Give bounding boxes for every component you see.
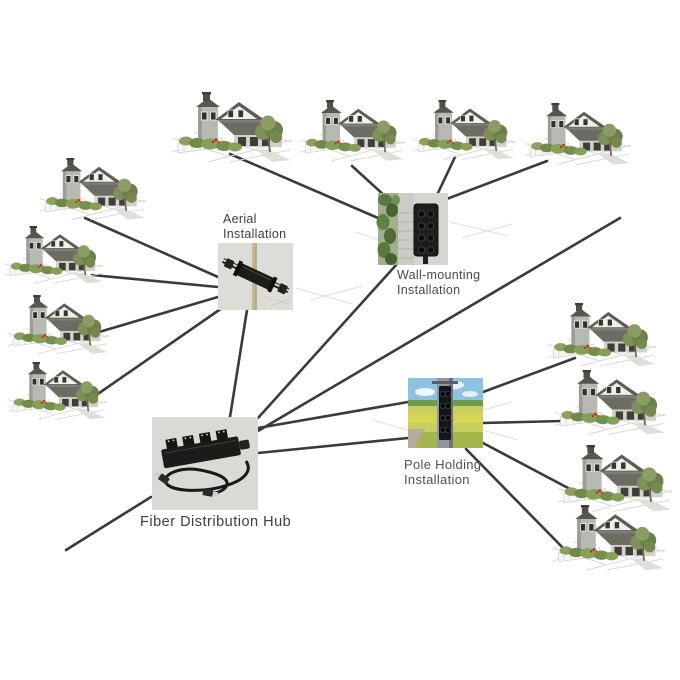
house-top-3 bbox=[412, 99, 516, 161]
house-top-2 bbox=[299, 99, 406, 162]
line-aerial-house-3 bbox=[97, 295, 220, 334]
house-left-3 bbox=[7, 294, 110, 355]
line-feeder-southwest bbox=[64, 495, 153, 552]
pole-terminal-box-icon bbox=[432, 378, 458, 448]
cable-lines bbox=[64, 152, 622, 554]
line-pole-house-1 bbox=[481, 356, 577, 394]
aerial-installation-photo bbox=[218, 243, 293, 310]
line-pole-house-2 bbox=[481, 419, 564, 425]
line-pole-house-3 bbox=[481, 441, 572, 491]
aerial-closure-icon bbox=[221, 258, 290, 295]
fiber-distribution-hub-photo bbox=[152, 417, 258, 510]
line-hub-pole-2 bbox=[256, 436, 410, 455]
ivy bbox=[376, 194, 400, 265]
connector-icon bbox=[202, 488, 219, 497]
connector-icon bbox=[154, 471, 170, 485]
house-right-3 bbox=[557, 444, 673, 513]
line-wall-house-1 bbox=[228, 152, 380, 220]
wall-mounting-installation-label: Wall-mounting Installation bbox=[397, 268, 481, 297]
background-grid-marks bbox=[295, 221, 519, 441]
wall-mounting-installation-photo bbox=[376, 193, 448, 265]
fiber-distribution-hub-label: Fiber Distribution Hub bbox=[140, 514, 292, 530]
pole-holding-installation-photo bbox=[408, 378, 483, 448]
line-pole-house-4 bbox=[464, 447, 569, 554]
line-aerial-house-2 bbox=[90, 273, 220, 289]
fiber-pigtail-cable bbox=[163, 460, 250, 495]
line-feeder-northeast bbox=[256, 216, 622, 433]
line-hub-wall bbox=[256, 262, 399, 420]
line-wall-house-4 bbox=[442, 159, 549, 202]
house-right-4 bbox=[552, 504, 666, 572]
house-left-4 bbox=[7, 361, 108, 421]
house-top-1 bbox=[171, 91, 293, 163]
aerial-installation-label: Aerial Installation bbox=[223, 212, 287, 241]
house-left-2 bbox=[4, 225, 105, 285]
line-hub-pole-1 bbox=[256, 400, 410, 430]
line-wall-house-2 bbox=[350, 164, 387, 198]
pole-holding-installation-label: Pole Holding Installation bbox=[404, 457, 482, 487]
house-right-1 bbox=[547, 302, 657, 367]
line-hub-aerial bbox=[228, 308, 249, 419]
line-aerial-house-4 bbox=[90, 306, 224, 400]
house-left-1 bbox=[39, 157, 147, 221]
house-top-4 bbox=[524, 102, 632, 166]
wall-terminal-box-icon bbox=[413, 203, 439, 264]
line-wall-house-3 bbox=[435, 155, 457, 197]
house-right-2 bbox=[554, 369, 667, 436]
line-aerial-house-1 bbox=[83, 216, 220, 279]
splitter-body-icon bbox=[161, 429, 250, 469]
